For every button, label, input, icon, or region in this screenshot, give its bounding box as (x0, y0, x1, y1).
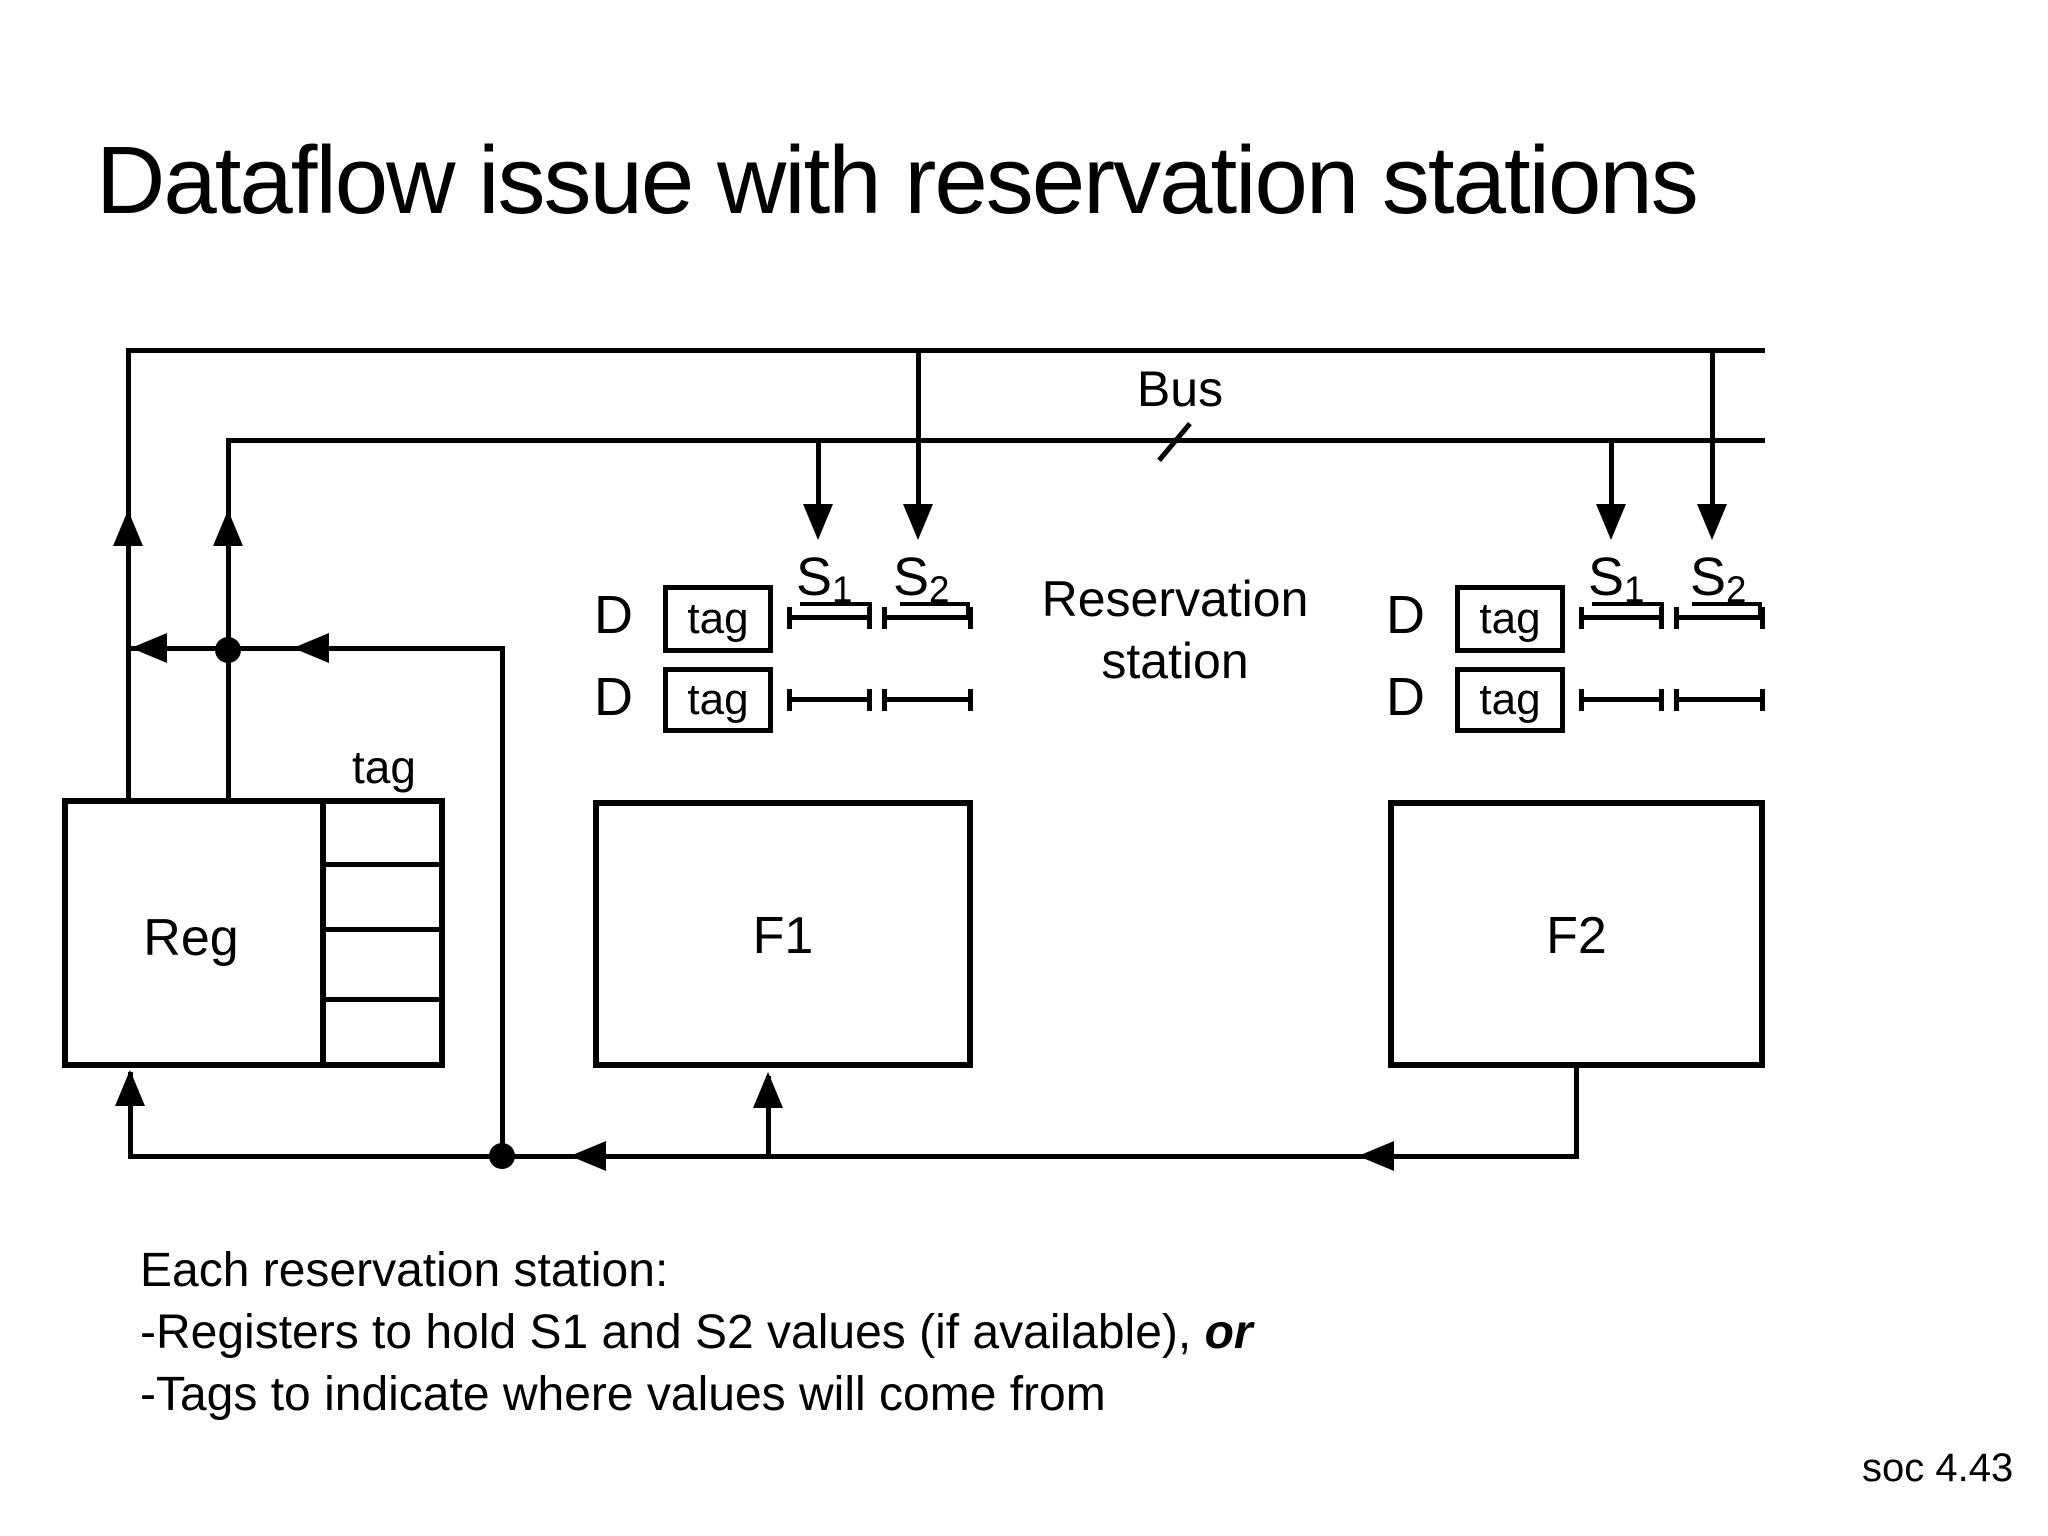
register-file-box (62, 798, 445, 1068)
s2-value-register-cell (1674, 607, 1765, 629)
up-arrowhead-icon (213, 510, 243, 546)
bus-to-s1-right-line (1609, 438, 1614, 510)
s1-operand-label: S1 (796, 547, 853, 610)
down-arrowhead-icon (1697, 504, 1727, 540)
s1-operand-label: S1 (1588, 547, 1645, 610)
notes-emphasis: or (1204, 1306, 1253, 1359)
s2-underline (1692, 602, 1762, 616)
f1-box-label: F1 (752, 907, 814, 965)
notes-line-1: Each reservation station: (140, 1244, 669, 1297)
up-arrowhead-icon (753, 1072, 783, 1108)
rail-to-reg-line (128, 1072, 133, 1159)
up-arrowhead-icon (113, 510, 143, 546)
left-arrowhead-icon (293, 633, 329, 663)
down-arrowhead-icon (803, 504, 833, 540)
bus-label: Bus (1136, 361, 1224, 417)
s2-value-register-cell (882, 607, 973, 629)
s2-value-register-cell (882, 689, 973, 711)
s2-operand-label: S2 (893, 547, 950, 610)
tag-field-label: tag (687, 675, 749, 724)
tag-field-box: tag (663, 667, 773, 733)
notes-line-2: -Registers to hold S1 and S2 values (if … (140, 1306, 1253, 1359)
d-field-label: D (1386, 585, 1425, 645)
notes-line-3: -Tags to indicate where values will come… (140, 1368, 1106, 1421)
notes-text: Each reservation station: -Registers to … (140, 1240, 1253, 1426)
f2-box-label: F2 (1546, 907, 1607, 965)
s1-value-register-cell (1579, 607, 1664, 629)
s1-value-register-cell (787, 689, 872, 711)
tag-field-label: tag (1479, 594, 1541, 643)
tag-field-label: tag (687, 594, 749, 643)
reg-tag-row-divider (323, 997, 445, 1002)
junction-dot (489, 1143, 515, 1169)
reg-box-label: Reg (143, 909, 239, 967)
reg-tag-row-divider (323, 862, 445, 867)
up-arrowhead-icon (115, 1070, 145, 1106)
tag-field-label: tag (1479, 675, 1541, 724)
left-arrowhead-icon (131, 633, 167, 663)
bus-line-second (228, 438, 1765, 443)
slide-number: soc 4.43 (1862, 1446, 2014, 1490)
d-field-label: D (1386, 667, 1425, 727)
left-arrowhead-icon (570, 1141, 606, 1171)
s1-value-register-cell (787, 607, 872, 629)
tag-field-box: tag (1455, 667, 1565, 733)
d-field-label: D (594, 585, 633, 645)
s2-underline (900, 602, 970, 616)
s1-underline (800, 602, 872, 616)
reg-tag-row-divider (323, 927, 445, 932)
reg-tag-column-divider (320, 798, 326, 1068)
s1-underline (1592, 602, 1664, 616)
bus-to-reg-line-2 (226, 438, 231, 798)
result-bus-rail-line (128, 1154, 1578, 1159)
f2-to-rail-line (1574, 1062, 1579, 1159)
bus-line-top (128, 348, 1765, 353)
left-arrowhead-icon (1358, 1141, 1394, 1171)
page-title: Dataflow issue with reservation stations (96, 127, 1699, 234)
s2-operand-label: S2 (1690, 547, 1747, 610)
bus-to-s2-left-line (916, 348, 921, 510)
down-arrowhead-icon (903, 504, 933, 540)
reg-tag-column-label: tag (352, 741, 416, 793)
down-arrowhead-icon (1596, 504, 1626, 540)
bus-to-s1-left-line (816, 438, 821, 510)
s2-value-register-cell (1674, 689, 1765, 711)
s1-value-register-cell (1579, 689, 1664, 711)
d-field-label: D (594, 667, 633, 727)
bus-to-reg-line-1 (126, 348, 131, 798)
tag-field-box: tag (663, 585, 773, 653)
rail-to-f1-line (766, 1076, 771, 1159)
functional-unit-f2-box (1388, 800, 1765, 1068)
functional-unit-f1-box (593, 800, 973, 1068)
writeback-vertical-line (500, 646, 505, 1156)
bus-to-s2-right-line (1710, 348, 1715, 510)
reservation-station-caption: Reservation station (1041, 571, 1309, 689)
tag-field-box: tag (1455, 585, 1565, 653)
